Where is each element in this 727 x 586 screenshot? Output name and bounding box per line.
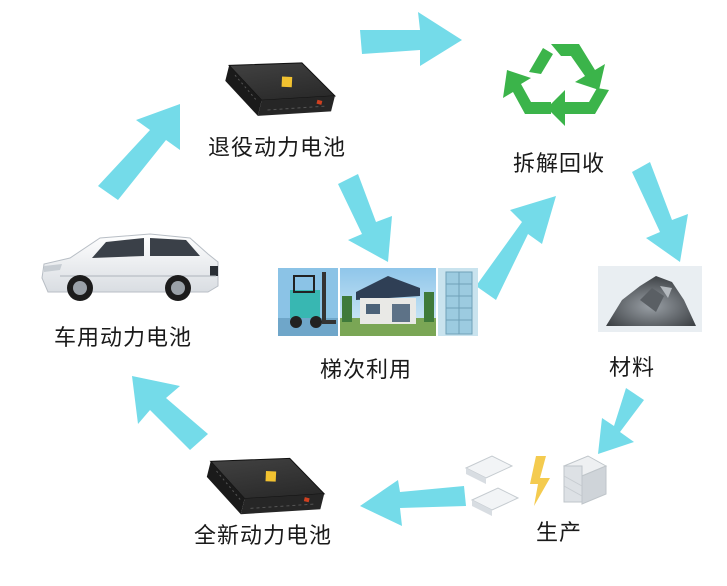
arrow-dismantle-to-material [632, 162, 688, 262]
forklift-icon [278, 268, 338, 336]
arrow-material-to-production [598, 388, 644, 454]
cell-stack-icon [562, 455, 608, 505]
building-icon [438, 268, 478, 336]
recycle-icon [503, 44, 609, 126]
arrow-retired-to-dismantle [360, 12, 462, 66]
node-label-new-battery: 全新动力电池 [194, 524, 333, 549]
battery-icon [206, 457, 326, 515]
ore-material-icon [598, 266, 702, 332]
production-images [464, 455, 608, 516]
lightning-icon [530, 456, 550, 506]
arrow-cascade-to-dismantle [476, 196, 556, 300]
cascade-use-images [278, 268, 478, 336]
cycle-arrows [98, 12, 688, 526]
node-label-vehicle-battery: 车用动力电池 [54, 326, 193, 351]
node-label-dismantle-recycle: 拆解回收 [513, 152, 606, 177]
car-icon [41, 233, 219, 301]
cathode-sheet-icon [464, 455, 520, 516]
battery-icon [225, 62, 337, 116]
node-label-production: 生产 [536, 521, 583, 546]
node-label-cascade-use: 梯次利用 [320, 358, 413, 383]
arrow-production-to-new [360, 480, 466, 526]
arrow-vehicle-to-retired [98, 104, 180, 200]
house-icon [340, 268, 436, 336]
arrow-retired-to-cascade [338, 174, 392, 262]
node-label-retired-battery: 退役动力电池 [208, 136, 347, 161]
node-label-material: 材料 [609, 356, 656, 381]
arrow-new-to-vehicle [132, 376, 208, 450]
